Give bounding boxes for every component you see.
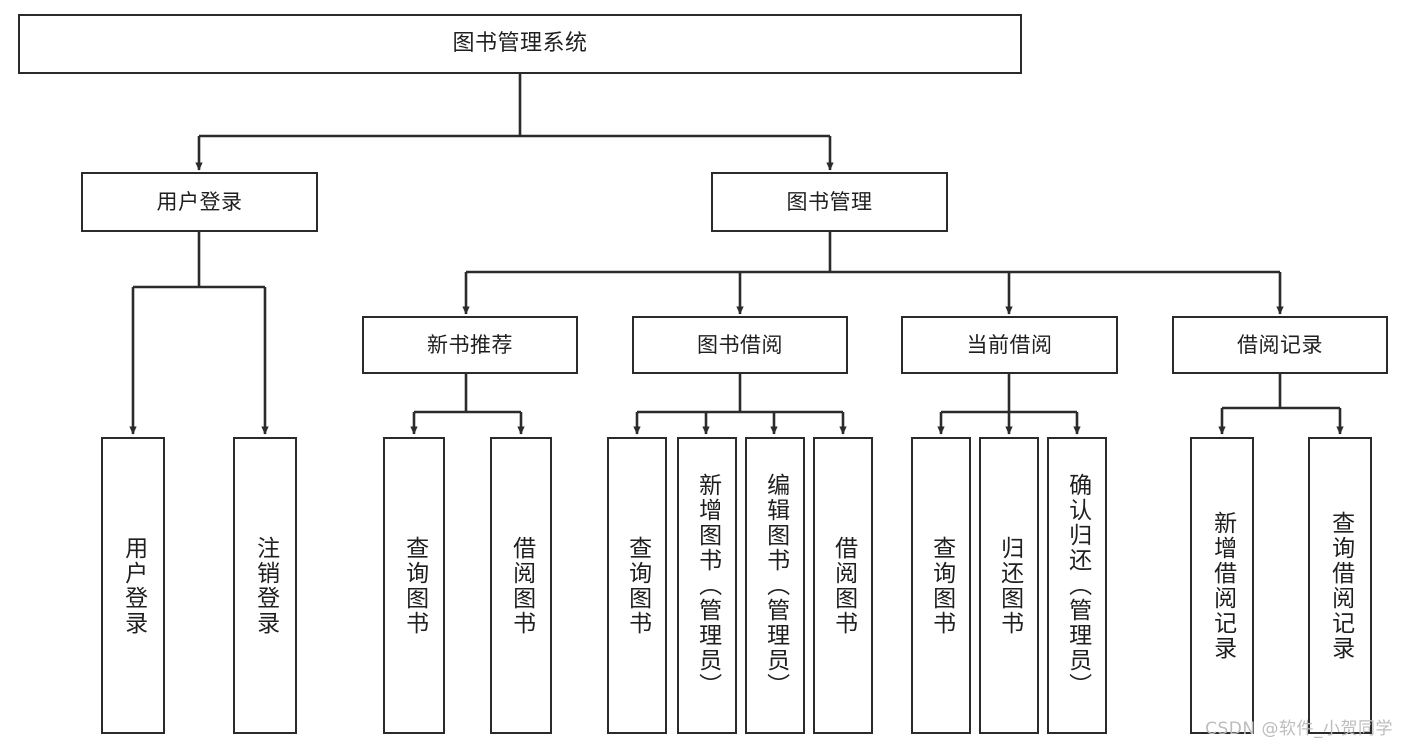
node-label-leaf-borrow-book-2: 借阅图书 [830, 535, 857, 636]
node-label-leaf-add-book: 新增图书（管理员） [694, 473, 721, 698]
node-book-borrow[interactable]: 图书借阅 [632, 316, 848, 374]
node-leaf-query-book-2[interactable]: 查询图书 [607, 437, 667, 734]
node-label-leaf-return-book: 归还图书 [996, 535, 1023, 636]
node-label-book-borrow: 图书借阅 [697, 332, 783, 357]
csdn-watermark: CSDN @软件_小贺同学 [1205, 719, 1393, 739]
node-borrow-record[interactable]: 借阅记录 [1172, 316, 1388, 374]
node-label-leaf-confirm-return: 确认归还（管理员） [1064, 473, 1091, 698]
node-leaf-edit-book[interactable]: 编辑图书（管理员） [745, 437, 805, 734]
node-label-leaf-query-book-1: 查询图书 [401, 535, 428, 636]
node-label-leaf-query-book-3: 查询图书 [928, 535, 955, 636]
node-user-login[interactable]: 用户登录 [81, 172, 318, 232]
node-leaf-query-record[interactable]: 查询借阅记录 [1308, 437, 1372, 734]
node-leaf-user-logout[interactable]: 注销登录 [233, 437, 297, 734]
node-leaf-add-record[interactable]: 新增借阅记录 [1190, 437, 1254, 734]
node-label-new-book-recommend: 新书推荐 [427, 332, 513, 357]
node-label-book-manage: 图书管理 [786, 189, 873, 214]
node-label-user-login: 用户登录 [156, 189, 243, 214]
node-leaf-user-login[interactable]: 用户登录 [101, 437, 165, 734]
node-label-leaf-add-record: 新增借阅记录 [1209, 510, 1236, 661]
node-label-leaf-edit-book: 编辑图书（管理员） [762, 473, 789, 698]
node-leaf-borrow-book-1[interactable]: 借阅图书 [490, 437, 552, 734]
node-leaf-query-book-3[interactable]: 查询图书 [911, 437, 971, 734]
node-label-leaf-query-book-2: 查询图书 [624, 535, 651, 636]
node-leaf-return-book[interactable]: 归还图书 [979, 437, 1039, 734]
node-leaf-add-book[interactable]: 新增图书（管理员） [677, 437, 737, 734]
node-leaf-query-book-1[interactable]: 查询图书 [383, 437, 445, 734]
node-label-leaf-user-logout: 注销登录 [252, 535, 279, 636]
node-book-manage[interactable]: 图书管理 [711, 172, 948, 232]
node-root-book-management-system[interactable]: 图书管理系统 [18, 14, 1022, 74]
node-label-borrow-record: 借阅记录 [1237, 332, 1323, 357]
node-leaf-borrow-book-2[interactable]: 借阅图书 [813, 437, 873, 734]
node-label-leaf-borrow-book-1: 借阅图书 [508, 535, 535, 636]
node-label-leaf-query-record: 查询借阅记录 [1327, 510, 1354, 661]
node-new-book-recommend[interactable]: 新书推荐 [362, 316, 578, 374]
node-label-current-borrow: 当前借阅 [966, 332, 1053, 357]
node-leaf-confirm-return[interactable]: 确认归还（管理员） [1047, 437, 1107, 734]
node-current-borrow[interactable]: 当前借阅 [901, 316, 1118, 374]
node-label-root: 图书管理系统 [452, 31, 588, 56]
node-label-leaf-user-login: 用户登录 [120, 535, 147, 636]
